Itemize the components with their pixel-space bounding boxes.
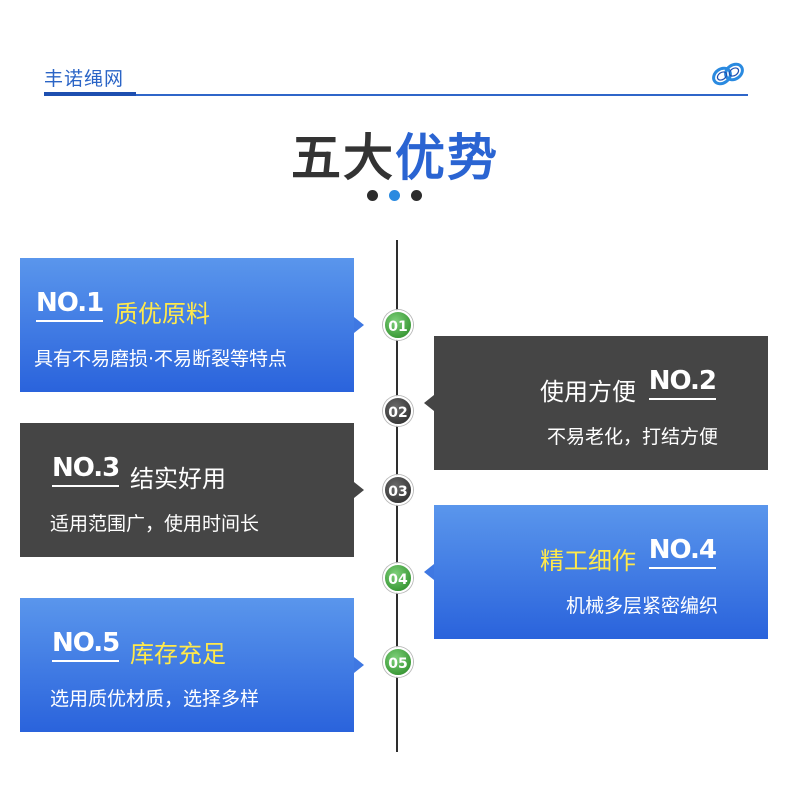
card-number: NO.5: [52, 628, 120, 662]
brand-divider-accent: [44, 92, 136, 96]
dot-middle: [389, 190, 400, 201]
card-title: 结实好用: [130, 465, 226, 493]
advantage-card-1: NO.1 质优原料 具有不易磨损·不易断裂等特点: [20, 258, 364, 392]
timeline-badge-04: 04: [383, 563, 413, 593]
card-description: 机械多层紧密编织: [565, 595, 718, 617]
card-pointer: [424, 564, 434, 580]
advantage-card-2: 使用方便 NO.2 不易老化，打结方便: [424, 336, 768, 470]
card-title: 库存充足: [130, 640, 226, 668]
timeline-badge-01: 01: [383, 310, 413, 340]
timeline-badge-03: 03: [383, 475, 413, 505]
card-pointer: [354, 657, 364, 673]
advantage-card-4: 精工细作 NO.4 机械多层紧密编织: [424, 505, 768, 639]
brand-divider: [44, 94, 748, 96]
page-title: 五大优势: [0, 118, 790, 190]
card-title: 精工细作: [540, 547, 636, 575]
title-part-2: 优势: [395, 129, 499, 187]
card-description: 具有不易磨损·不易断裂等特点: [34, 348, 288, 370]
card-number: NO.3: [52, 453, 120, 487]
card-pointer: [354, 482, 364, 498]
chain-link-icon: [712, 62, 744, 86]
card-number: NO.1: [36, 288, 104, 322]
advantage-card-5: NO.5 库存充足 选用质优材质，选择多样: [20, 598, 364, 732]
dot-right: [411, 190, 422, 201]
card-number: NO.2: [648, 366, 717, 400]
card-pointer: [424, 395, 434, 411]
timeline-badge-02: 02: [383, 396, 413, 426]
card-pointer: [354, 317, 364, 333]
dot-left: [367, 190, 378, 201]
card-title: 质优原料: [114, 300, 210, 328]
timeline-badge-05: 05: [383, 647, 413, 677]
title-dots: [367, 190, 423, 202]
card-title: 使用方便: [540, 378, 636, 406]
card-description: 适用范围广，使用时间长: [50, 513, 260, 535]
advantage-card-3: NO.3 结实好用 适用范围广，使用时间长: [20, 423, 364, 557]
brand-name: 丰诺绳网: [44, 68, 125, 90]
card-number: NO.4: [648, 535, 717, 569]
title-part-1: 五大: [291, 129, 395, 187]
card-description: 选用质优材质，选择多样: [50, 688, 260, 710]
card-description: 不易老化，打结方便: [546, 426, 718, 448]
